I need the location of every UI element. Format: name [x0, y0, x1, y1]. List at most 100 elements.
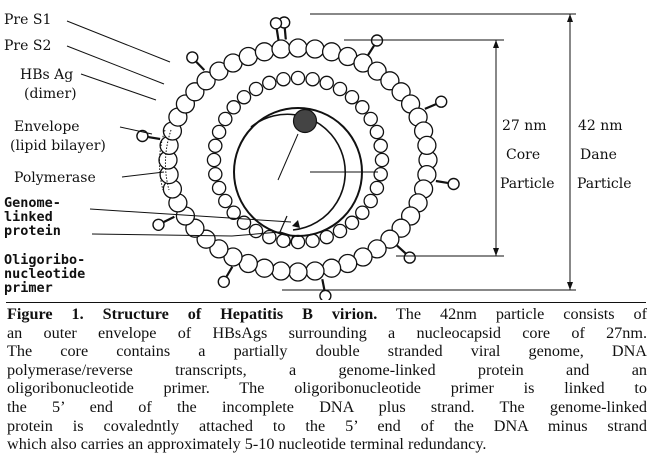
- capsid-bead: [369, 124, 385, 140]
- capsid-bead: [226, 205, 241, 220]
- spike-head: [319, 289, 332, 300]
- envelope-bead: [196, 71, 216, 91]
- envelope-protein-ring: [158, 38, 438, 282]
- dane-particle-bracket: [282, 13, 576, 291]
- spike-stalk: [225, 266, 234, 278]
- label-genome-linked: linked: [4, 209, 53, 225]
- label-oligoribo: Oligoribo-: [4, 252, 85, 268]
- spike-head: [136, 129, 149, 143]
- capsid-bead: [218, 193, 233, 209]
- envelope-bead: [209, 239, 229, 259]
- spike-stalk: [367, 45, 375, 56]
- envelope-bead: [338, 253, 358, 274]
- label-genome-protein: protein: [4, 223, 61, 239]
- caption-title: Figure 1. Structure of Hepatitis B virio…: [7, 305, 378, 323]
- capsid-bead: [248, 81, 264, 97]
- spike-head: [435, 95, 448, 108]
- envelope-bead: [254, 258, 275, 278]
- envelope-bead: [271, 261, 291, 281]
- capsid-bead: [363, 193, 378, 209]
- envelope-bead: [288, 38, 308, 58]
- spike-head: [152, 218, 165, 232]
- spike-stalk: [195, 61, 206, 71]
- envelope-bead: [380, 229, 400, 249]
- caption-line: oligoribonucleotide primer. The oligorib…: [7, 379, 647, 398]
- capsid-bead: [236, 89, 252, 105]
- leader-lines: [66, 20, 378, 237]
- capsid-bead-ring: [206, 70, 390, 250]
- capsid-bead: [262, 229, 277, 245]
- capsid-bead: [208, 166, 223, 182]
- capsid-bead: [211, 180, 227, 196]
- surface-spikes: [136, 16, 460, 300]
- caption-line: the 5’ end of the incomplete DNA plus st…: [7, 397, 647, 416]
- spike-head: [186, 51, 199, 64]
- envelope-bead: [305, 39, 325, 59]
- dane-size-label: 42 nm: [578, 118, 623, 134]
- capsid-bead: [373, 138, 388, 154]
- capsid-bead: [369, 180, 385, 196]
- figure-caption: Figure 1. Structure of Hepatitis B virio…: [7, 305, 647, 454]
- capsid-bead: [290, 234, 306, 250]
- label-nucleotide: nucleotide: [4, 266, 85, 282]
- spike-stalk: [148, 136, 161, 141]
- label-pre-s1: Pre S1: [4, 12, 51, 28]
- spike-stalk: [435, 179, 448, 184]
- core-particle-label: Particle: [500, 176, 555, 192]
- envelope-bead: [417, 135, 437, 156]
- spike-stalk: [321, 278, 326, 291]
- label-hbsag: HBs Ag: [20, 67, 73, 83]
- core-particle-bracket: [344, 39, 504, 257]
- capsid-bead: [290, 70, 306, 86]
- spike-head: [269, 17, 283, 30]
- spike-stalk: [424, 103, 437, 110]
- capsid-bead: [226, 100, 241, 115]
- core-size-label: 27 nm: [502, 118, 547, 134]
- envelope-bead: [288, 262, 308, 282]
- envelope-bead: [254, 42, 275, 62]
- spike-head: [217, 275, 231, 288]
- caption-line: polymerase/reverse transcripts, a genome…: [7, 360, 647, 379]
- spike-stalk: [163, 215, 175, 223]
- capsid-bead: [248, 223, 264, 239]
- capsid-bead: [363, 111, 378, 127]
- capsid-bead: [373, 166, 388, 182]
- dane-label: Dane: [580, 147, 617, 163]
- label-hbsag-dimer: (dimer): [24, 86, 77, 102]
- caption-line: an outer envelope of HBsAgs surrounding …: [7, 323, 647, 342]
- spike-stalk: [275, 29, 280, 41]
- core-label: Core: [506, 147, 540, 163]
- capsid-bead: [355, 100, 370, 115]
- label-polymerase: Polymerase: [14, 170, 96, 186]
- capsid-bead: [374, 152, 390, 168]
- label-envelope: Envelope: [14, 119, 80, 135]
- caption-divider: [6, 302, 646, 303]
- caption-line: Figure 1. Structure of Hepatitis B virio…: [7, 305, 647, 323]
- label-pre-s2: Pre S2: [4, 38, 51, 54]
- caption-line: which also carries an approximately 5-10…: [7, 435, 487, 454]
- capsid-bead: [332, 81, 348, 97]
- spike-stalk: [396, 244, 407, 255]
- label-lipid-bilayer: (lipid bilayer): [10, 138, 106, 154]
- capsid-bead: [332, 223, 348, 239]
- capsid-bead: [344, 215, 360, 231]
- envelope-bead: [321, 42, 342, 62]
- envelope-bead: [271, 39, 291, 59]
- hbv-virion-diagram: Pre S1 Pre S2 HBs Ag (dimer) Envelope (l…: [4, 12, 632, 300]
- envelope-bead: [305, 261, 325, 281]
- genome-linked-protein-mark: [292, 220, 300, 228]
- envelope-bead: [321, 258, 342, 278]
- capsid-bead: [319, 75, 334, 91]
- capsid-bead: [319, 229, 334, 245]
- label-genome: Genome-: [4, 195, 61, 211]
- capsid-bead: [211, 124, 227, 140]
- polymerase-blob: [292, 108, 318, 134]
- envelope-bead: [238, 46, 258, 67]
- capsid-bead: [206, 152, 222, 168]
- spike-head: [403, 251, 416, 264]
- capsid-bead: [344, 89, 360, 105]
- lipid-bilayer-patch: [159, 129, 172, 191]
- capsid-bead: [218, 111, 233, 127]
- capsid-bead: [305, 71, 320, 87]
